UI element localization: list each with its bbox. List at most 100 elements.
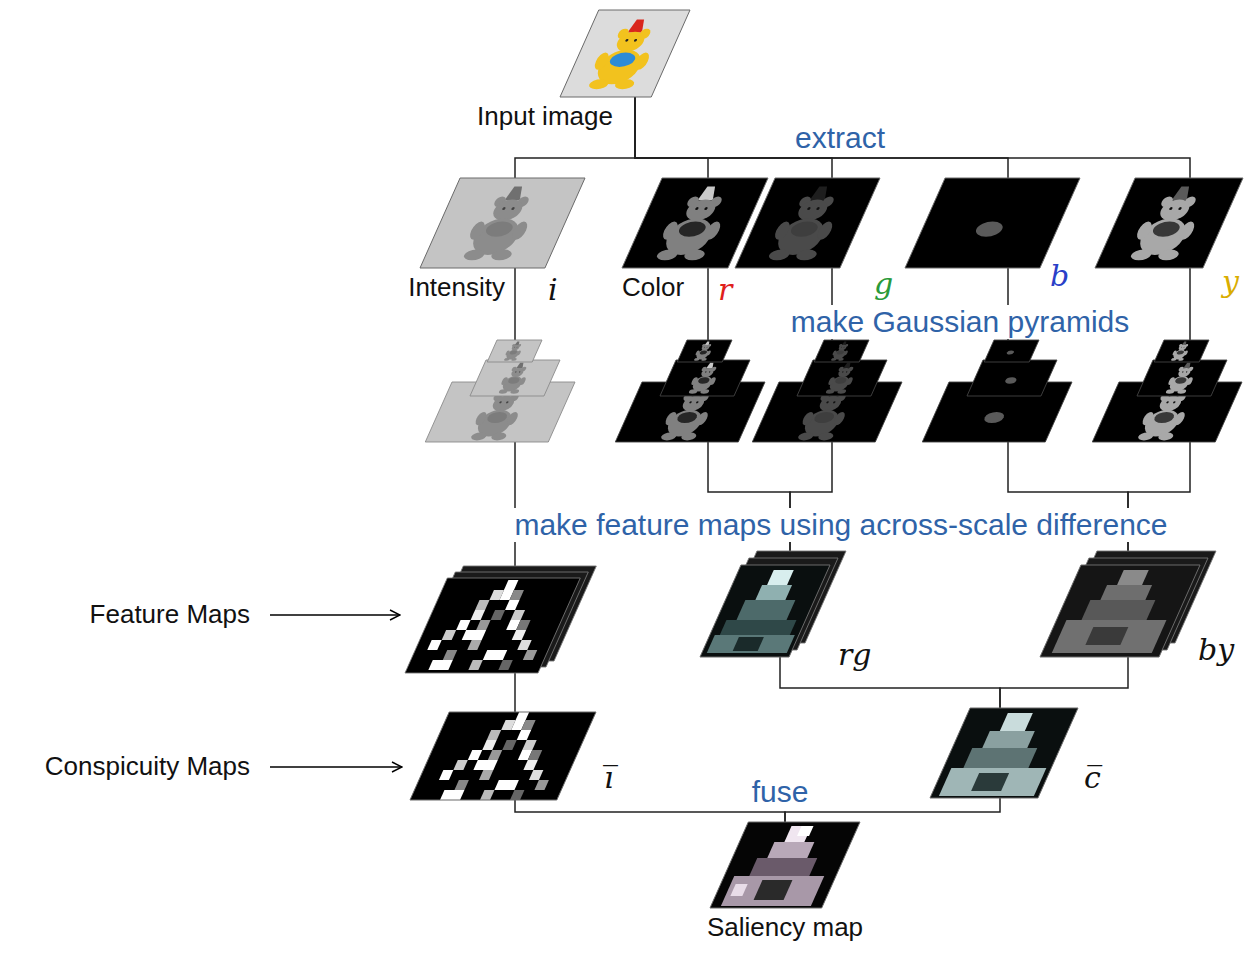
intensity-image xyxy=(420,178,585,268)
channel-letter: c̅ xyxy=(1084,761,1101,796)
text-holder: r xyxy=(718,273,732,308)
rg-feature-maps xyxy=(716,551,846,643)
gaussian-pyramid xyxy=(1092,340,1242,442)
intensity-feature-maps xyxy=(405,578,580,673)
channel-letter: i xyxy=(548,273,558,308)
text-holder: fuse xyxy=(748,775,813,810)
tile-outline xyxy=(1095,178,1243,268)
process-label: make feature maps using across-scale dif… xyxy=(510,508,1171,543)
color-conspicuity-map xyxy=(963,748,1037,768)
text-holder: c̅ xyxy=(1084,761,1101,796)
gaussian-pyramid xyxy=(752,340,902,442)
saliency-map-tile: Saliency map xyxy=(710,822,860,908)
color-channel-tile: g xyxy=(735,178,880,268)
green-channel-image xyxy=(735,178,880,268)
text-holder: Conspicuity Maps xyxy=(45,752,250,782)
intensity-image xyxy=(458,187,546,261)
flow-line xyxy=(1000,657,1128,708)
tile-outline xyxy=(710,822,860,908)
text-holder: extract xyxy=(791,121,889,156)
tile-outline xyxy=(700,565,830,657)
channel-letter: r xyxy=(718,273,732,308)
text-holder: make Gaussian pyramids xyxy=(787,305,1133,340)
text-holder: rg xyxy=(838,638,872,673)
color-conspicuity-map xyxy=(930,708,1078,798)
intensity-feature-maps xyxy=(413,572,588,667)
text-holder: Feature Maps xyxy=(90,600,250,630)
tile-outline xyxy=(1040,565,1200,657)
feature-map-tile: by xyxy=(1040,565,1200,657)
color-channel-tile: Colorr xyxy=(622,178,768,268)
gaussian-pyramid xyxy=(425,340,575,442)
tile-outline xyxy=(1040,565,1200,657)
yellow-channel-image xyxy=(1125,187,1213,261)
rg-feature-maps xyxy=(708,558,838,650)
process-label: fuse xyxy=(748,775,813,810)
input-image-tile: Input image xyxy=(560,10,690,97)
tile-outline xyxy=(905,178,1080,268)
red-channel-image xyxy=(651,187,739,261)
flow-line xyxy=(635,97,708,178)
intensity-feature-maps xyxy=(413,572,588,667)
intensity-conspicuity-map xyxy=(410,710,597,800)
tile-outline xyxy=(622,178,768,268)
by-feature-maps xyxy=(1048,558,1208,650)
saliency-map-image xyxy=(721,876,824,906)
intensity-image xyxy=(420,178,585,268)
tile-label: Input image xyxy=(477,102,613,132)
by-feature-maps xyxy=(1040,565,1200,657)
flow-line xyxy=(780,657,1000,708)
text-holder: by xyxy=(1198,633,1234,668)
tile-outline xyxy=(1095,178,1243,268)
tile-outline xyxy=(560,10,690,97)
yellow-channel-image xyxy=(1095,178,1243,268)
tile-outline xyxy=(930,708,1078,798)
channel-letter: b xyxy=(1050,259,1069,294)
tile-outline xyxy=(735,178,880,268)
by-feature-maps xyxy=(1056,551,1216,643)
rg-feature-maps xyxy=(733,637,764,651)
by-feature-maps xyxy=(1056,551,1216,643)
tile-outline xyxy=(410,712,596,800)
color-channel-tile: b xyxy=(905,178,1080,268)
text-holder: i̅ xyxy=(604,761,614,796)
flow-line xyxy=(515,800,785,822)
tile-outline xyxy=(420,178,585,268)
callout-arrow xyxy=(270,614,400,616)
blue-channel-image xyxy=(905,178,1080,268)
tile-outline xyxy=(735,178,880,268)
by-feature-maps xyxy=(1081,600,1155,620)
tile-outline xyxy=(710,822,860,908)
yellow-channel-image xyxy=(1095,178,1243,268)
channel-letter: rg xyxy=(838,638,872,673)
tile-outline xyxy=(905,178,1080,268)
intensity-feature-maps xyxy=(418,580,568,670)
saliency-map-image xyxy=(797,826,813,836)
input-image xyxy=(560,10,690,97)
saliency-map-image xyxy=(767,842,814,858)
process-label: extract xyxy=(791,121,889,156)
tile-outline xyxy=(622,178,768,268)
color-conspicuity-map xyxy=(939,768,1046,796)
rg-feature-maps xyxy=(736,600,795,620)
tile-outline xyxy=(930,708,1078,798)
rg-feature-maps xyxy=(708,558,838,650)
flow-line xyxy=(635,97,1008,178)
by-feature-maps xyxy=(1085,627,1128,645)
text-holder: Intensity xyxy=(408,273,505,303)
channel-letter: by xyxy=(1198,633,1234,668)
rg-feature-maps xyxy=(716,551,846,643)
conspicuity-map-tile: i̅ xyxy=(410,712,596,800)
green-channel-image xyxy=(763,187,851,261)
flow-line xyxy=(514,268,516,712)
blue-channel-image xyxy=(948,187,1036,261)
channel-letter: g xyxy=(874,267,893,302)
rg-feature-maps xyxy=(767,570,794,585)
channel-letter: i̅ xyxy=(604,761,614,796)
input-image xyxy=(583,19,666,89)
by-feature-maps xyxy=(1048,558,1208,650)
tile-label: Saliency map xyxy=(707,913,863,943)
flow-line xyxy=(785,798,1000,822)
rg-feature-maps xyxy=(707,635,795,653)
tile-label: Color xyxy=(622,273,684,303)
